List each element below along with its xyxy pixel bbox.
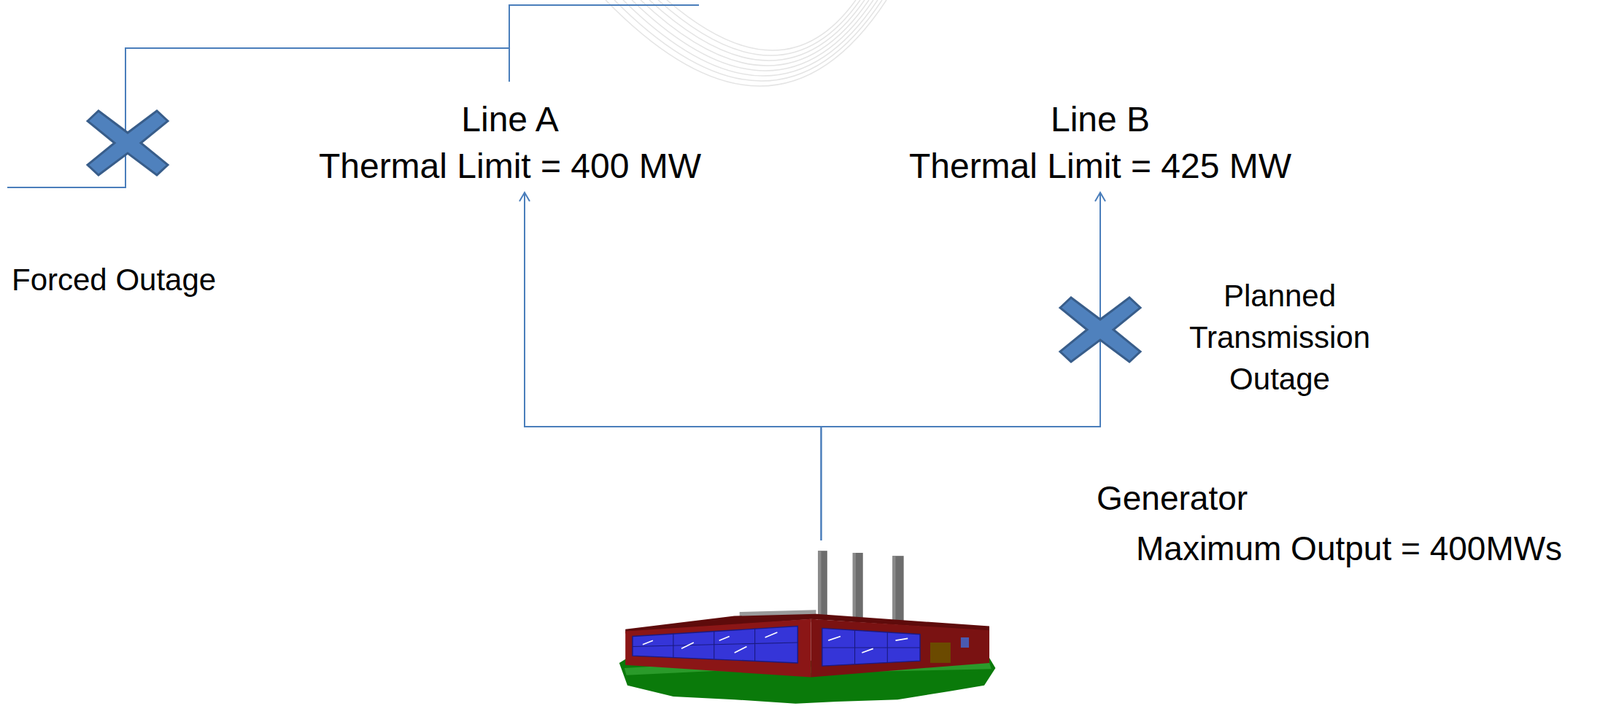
arrowhead: [1095, 192, 1106, 202]
outage-note: Planned Transmission Outage: [1162, 275, 1397, 400]
generator-node: GeneratorMaximum Output = 400MWs: [612, 540, 1000, 706]
thermal-limit: Thermal Limit = 425 MW: [909, 143, 1292, 190]
power-flow-connector: [519, 192, 821, 541]
line-label-node: Line AThermal Limit = 400 MW: [318, 96, 702, 190]
connector-line: [820, 192, 1101, 541]
node-heading: Generator: [1096, 474, 1248, 522]
line-label-node: Line BThermal Limit = 425 MW: [909, 96, 1292, 190]
factory-illustration: [619, 550, 996, 705]
outage-mark: [1060, 297, 1141, 362]
node-detail: Maximum Output = 400MWs: [1135, 525, 1563, 573]
outage-mark: [87, 110, 168, 176]
line-name: Line A: [318, 96, 702, 144]
connector-line: [524, 192, 821, 541]
outage-note: Forced Outage: [11, 259, 216, 301]
arrowhead: [519, 192, 530, 202]
thermal-limit: Thermal Limit = 400 MW: [318, 143, 702, 190]
line-name: Line B: [909, 96, 1292, 144]
power-flow-connector: [820, 192, 1106, 541]
watermark-arcs: [605, 0, 887, 87]
